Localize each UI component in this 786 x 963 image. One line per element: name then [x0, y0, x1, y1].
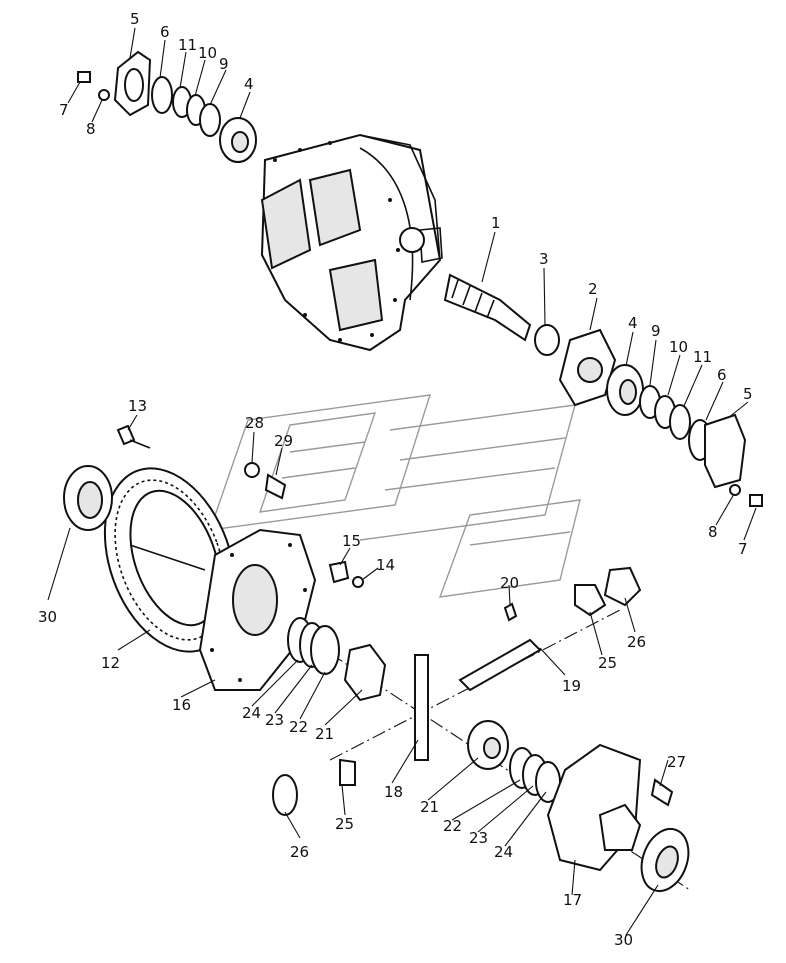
- callout-4: 4: [244, 75, 254, 93]
- callout-30: 30: [38, 608, 57, 626]
- callout-23: 23: [265, 711, 284, 729]
- callout-19: 19: [562, 677, 581, 695]
- callout-8: 8: [708, 523, 718, 541]
- callout-27: 27: [667, 753, 686, 771]
- callout-26: 26: [290, 843, 309, 861]
- callout-9: 9: [651, 322, 661, 340]
- spider: [414, 602, 542, 761]
- bolt-right-case: [650, 778, 674, 807]
- side-gear-right: [467, 720, 509, 770]
- callout-18: 18: [384, 783, 403, 801]
- pinion-gear-right-top: [574, 566, 642, 617]
- bearing-right: [606, 364, 644, 416]
- callout-17: 17: [563, 891, 582, 909]
- watermark-logo: [208, 394, 581, 598]
- callout-25: 25: [335, 815, 354, 833]
- bolt-left: [77, 71, 110, 101]
- callout-24: 24: [242, 704, 261, 722]
- callout-5: 5: [743, 385, 753, 403]
- bearing-cap-left: [113, 50, 152, 117]
- bolt-small: [328, 560, 364, 588]
- callout-3: 3: [539, 250, 549, 268]
- ring-gear: [103, 467, 237, 653]
- bolt-right: [729, 484, 763, 507]
- callout-21: 21: [315, 725, 334, 743]
- oil-seal-left: [151, 76, 173, 114]
- callout-11: 11: [178, 36, 197, 54]
- oring-left: [199, 103, 221, 137]
- callout-26: 26: [627, 633, 646, 651]
- callout-28: 28: [245, 414, 264, 432]
- pinion-gear-left-bottom: [272, 758, 356, 816]
- callout-4: 4: [628, 314, 638, 332]
- collar: [534, 324, 560, 356]
- callout-10: 10: [669, 338, 688, 356]
- ring-gear-bolt: [116, 424, 151, 449]
- leader-lines: [47, 27, 757, 936]
- callout-30: 30: [614, 931, 633, 949]
- bearing-cap-right: [704, 413, 747, 489]
- callout-11: 11: [693, 348, 712, 366]
- pinion-shaft: [443, 273, 532, 342]
- callout-7: 7: [59, 101, 69, 119]
- callout-23: 23: [469, 829, 488, 847]
- diff-case-right: [546, 743, 642, 872]
- callout-24: 24: [494, 843, 513, 861]
- diff-case-left: [198, 528, 317, 691]
- callout-7: 7: [738, 540, 748, 558]
- callout-13: 13: [128, 397, 147, 415]
- callout-25: 25: [598, 654, 617, 672]
- callout-2: 2: [588, 280, 598, 298]
- callout-21: 21: [420, 798, 439, 816]
- callout-22: 22: [289, 718, 308, 736]
- callout-6: 6: [160, 23, 170, 41]
- bearing-bottom-right: [640, 828, 690, 892]
- callout-9: 9: [219, 55, 229, 73]
- bearing-bottom-left: [63, 465, 113, 531]
- callout-1: 1: [491, 214, 501, 232]
- shim-right-2: [669, 404, 691, 440]
- callout-10: 10: [198, 44, 217, 62]
- callout-16: 16: [172, 696, 191, 714]
- side-gear-left: [343, 643, 387, 702]
- bearing-left: [219, 117, 257, 163]
- callout-12: 12: [101, 654, 120, 672]
- callout-15: 15: [342, 532, 361, 550]
- lock-plate: [244, 462, 287, 500]
- callout-6: 6: [717, 366, 727, 384]
- callout-20: 20: [500, 574, 519, 592]
- washer-left-3: [310, 625, 340, 675]
- drive-flange: [558, 328, 617, 407]
- callout-14: 14: [376, 556, 395, 574]
- callout-labels: 5 6 11 10 9 4 7 8 1 3 2 4 9 10 11 6 5 8 …: [38, 10, 753, 949]
- callout-5: 5: [130, 10, 140, 28]
- carrier-housing: [260, 133, 443, 352]
- callout-8: 8: [86, 120, 96, 138]
- callout-29: 29: [274, 432, 293, 450]
- callout-22: 22: [443, 817, 462, 835]
